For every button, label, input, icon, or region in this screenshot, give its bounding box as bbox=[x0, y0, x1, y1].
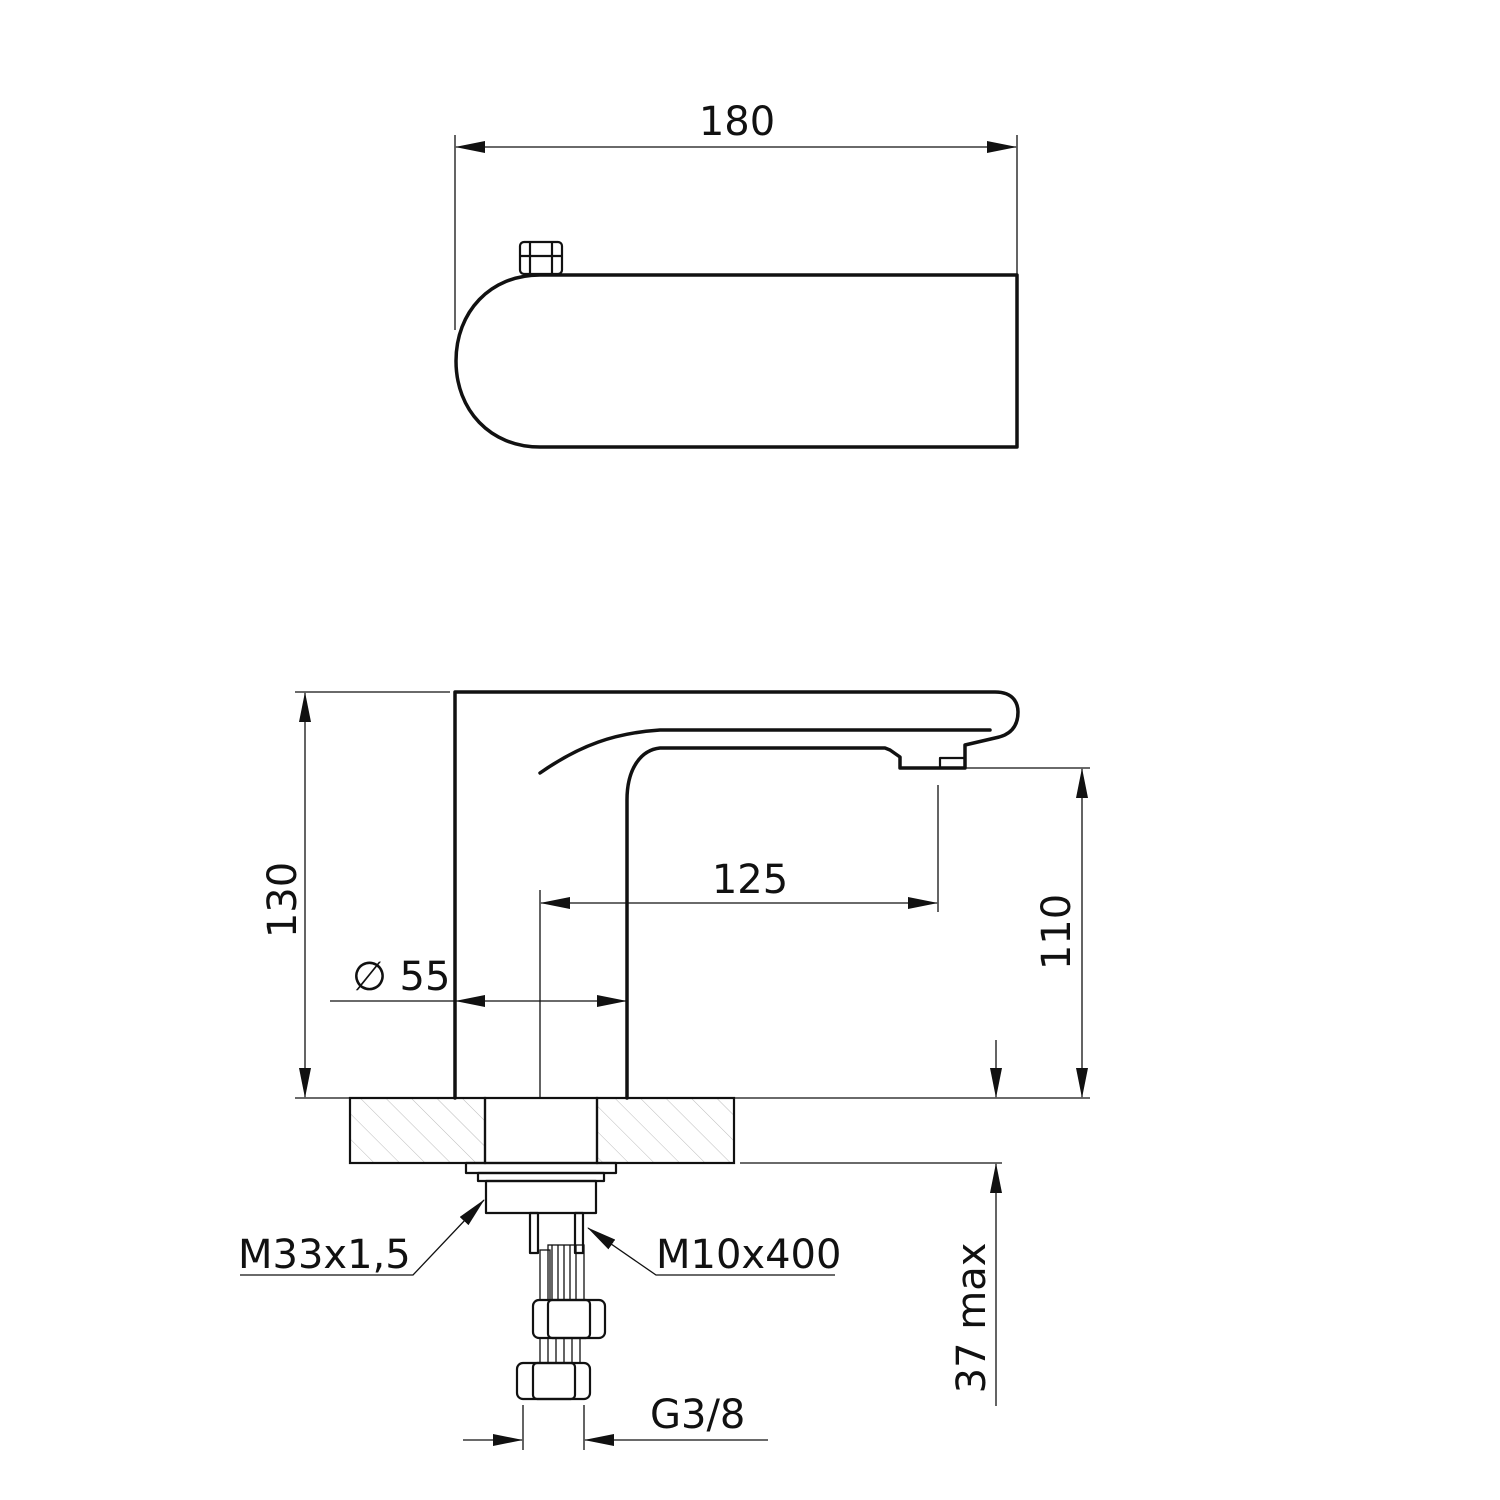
dimension-label-130: 130 bbox=[260, 862, 306, 938]
top-view-body-outline bbox=[454, 273, 1019, 449]
lever-knob bbox=[518, 240, 564, 276]
label-m33: M33x1,5 bbox=[238, 1232, 411, 1278]
label-m10: M10x400 bbox=[656, 1232, 841, 1278]
mounting-nut bbox=[464, 1161, 618, 1215]
lever-curve bbox=[538, 728, 992, 775]
dimension-label-37-max: 37 max bbox=[949, 1243, 995, 1394]
dimension-label-110: 110 bbox=[1034, 894, 1080, 970]
countertop-section bbox=[348, 1096, 736, 1165]
side-view: 130 110 125 ∅ 55 37 max M33x1,5 M10x400 … bbox=[238, 690, 1090, 1450]
leader-line-m33 bbox=[240, 1199, 485, 1276]
threaded-stud bbox=[528, 1211, 585, 1301]
faucet-body-outline bbox=[453, 690, 1020, 1100]
label-g38: G3/8 bbox=[650, 1392, 745, 1438]
dimension-label-diameter: ∅ 55 bbox=[352, 954, 450, 1000]
dimension-label-125: 125 bbox=[712, 857, 788, 903]
flex-hose bbox=[539, 1337, 581, 1364]
leader-line-m10 bbox=[587, 1227, 835, 1276]
upper-hex-nut bbox=[531, 1298, 607, 1340]
top-view: 180 bbox=[454, 99, 1019, 449]
dimension-label-180: 180 bbox=[699, 99, 775, 145]
lower-hex-nut bbox=[515, 1361, 592, 1401]
